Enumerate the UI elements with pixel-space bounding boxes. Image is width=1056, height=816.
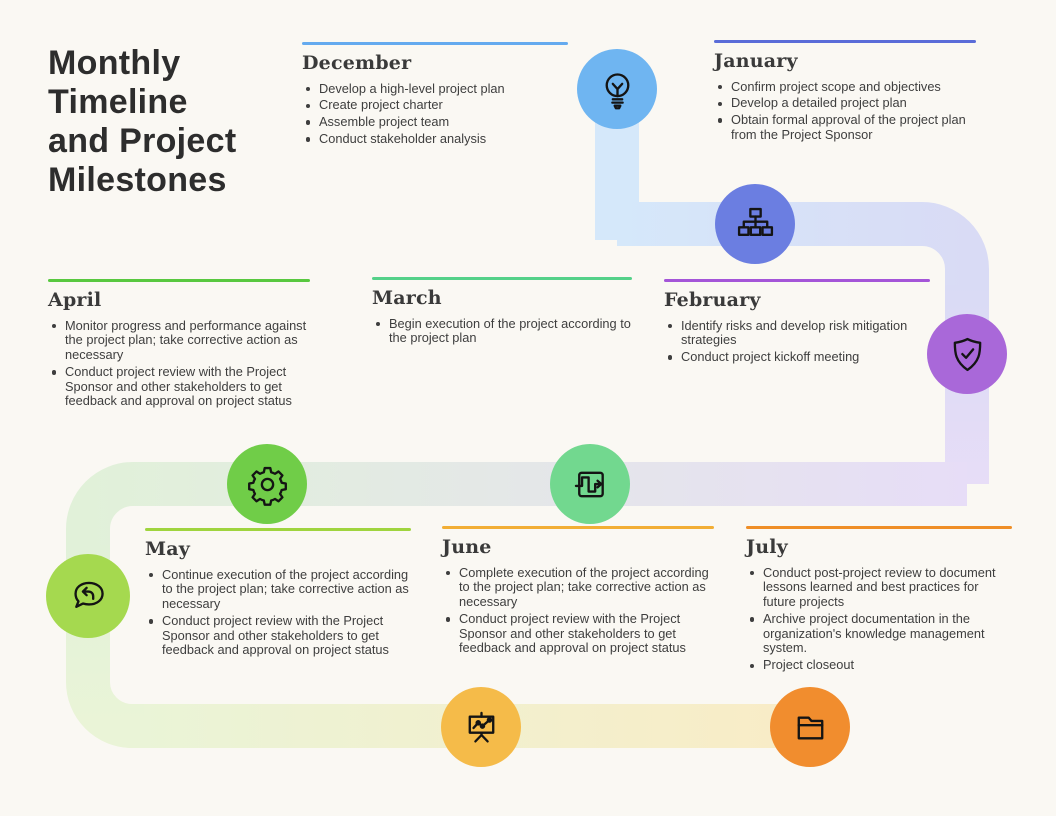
sitemap-icon <box>737 207 773 236</box>
month-title: December <box>302 51 412 74</box>
month-section-february: February Identify risks and develop risk… <box>664 279 930 367</box>
page-title-line: Milestones <box>48 161 227 199</box>
month-section-june: June Complete execution of the project a… <box>442 526 714 658</box>
month-title: January <box>714 49 798 72</box>
month-section-may: May Continue execution of the project ac… <box>145 528 411 660</box>
month-accent-line <box>145 528 411 531</box>
month-section-april: April Monitor progress and performance a… <box>48 279 310 411</box>
month-bullet-list: Identify risks and develop risk mitigati… <box>664 318 930 365</box>
milestone-node-july <box>770 687 850 767</box>
path-segment-january-row <box>617 202 989 295</box>
page-title-line: Monthly <box>48 44 181 82</box>
month-title: June <box>442 535 492 558</box>
month-title: April <box>48 288 102 311</box>
chat-reply-icon <box>73 581 104 608</box>
month-section-march: March Begin execution of the project acc… <box>372 277 632 348</box>
milestone-node-april <box>227 444 307 524</box>
path-segment-middle-row <box>66 462 967 555</box>
bullet-item: Develop a high-level project plan <box>302 81 568 97</box>
gear-icon <box>247 466 287 506</box>
month-accent-line <box>372 277 632 280</box>
month-accent-line <box>714 40 976 43</box>
milestone-node-january <box>715 184 795 264</box>
workflow-icon <box>574 471 604 497</box>
bullet-item: Create project charter <box>302 97 568 113</box>
month-title: February <box>664 288 761 311</box>
bullet-item: Confirm project scope and objectives <box>714 79 976 95</box>
milestone-node-february <box>927 314 1007 394</box>
bullet-item: Develop a detailed project plan <box>714 95 976 111</box>
page-title-line: and Project <box>48 122 237 160</box>
milestone-node-june <box>441 687 521 767</box>
page-title-line: Timeline <box>48 83 188 121</box>
month-section-july: July Conduct post-project review to docu… <box>746 526 1012 675</box>
shield-check-icon <box>953 337 981 371</box>
bullet-item: Conduct project review with the Project … <box>442 611 714 656</box>
month-section-december: December Develop a high-level project pl… <box>302 42 568 149</box>
bullet-item: Archive project documentation in the org… <box>746 611 1012 656</box>
milestone-node-december <box>577 49 657 129</box>
path-segment-down-may <box>66 545 152 748</box>
presentation-chart-icon <box>468 711 494 743</box>
page-title: Monthly Timeline and Project Milestones <box>48 44 236 200</box>
milestone-node-march <box>550 444 630 524</box>
month-accent-line <box>302 42 568 45</box>
folder-icon <box>797 715 823 739</box>
month-accent-line <box>746 526 1012 529</box>
bullet-item: Identify risks and develop risk mitigati… <box>664 318 930 349</box>
bullet-item: Continue execution of the project accord… <box>145 567 411 612</box>
month-bullet-list: Begin execution of the project according… <box>372 316 632 347</box>
bullet-item: Obtain formal approval of the project pl… <box>714 112 976 143</box>
bullet-item: Conduct project kickoff meeting <box>664 349 930 365</box>
month-section-january: January Confirm project scope and object… <box>714 40 976 145</box>
bullet-item: Project closeout <box>746 657 1012 673</box>
month-bullet-list: Complete execution of the project accord… <box>442 565 714 657</box>
bullet-item: Conduct stakeholder analysis <box>302 131 568 147</box>
bullet-item: Conduct project review with the Project … <box>145 613 411 658</box>
bullet-item: Conduct project review with the Project … <box>48 364 310 409</box>
bullet-item: Conduct post-project review to document … <box>746 565 1012 610</box>
month-title: May <box>145 537 190 560</box>
month-bullet-list: Continue execution of the project accord… <box>145 567 411 659</box>
month-accent-line <box>664 279 930 282</box>
bullet-item: Assemble project team <box>302 114 568 130</box>
month-bullet-list: Conduct post-project review to document … <box>746 565 1012 674</box>
bullet-item: Complete execution of the project accord… <box>442 565 714 610</box>
milestone-node-may <box>46 554 130 638</box>
month-bullet-list: Monitor progress and performance against… <box>48 318 310 410</box>
month-title: March <box>372 286 442 309</box>
month-accent-line <box>48 279 310 282</box>
bullet-item: Monitor progress and performance against… <box>48 318 310 363</box>
month-title: July <box>746 535 788 558</box>
bullet-item: Begin execution of the project according… <box>372 316 632 347</box>
lightbulb-icon <box>605 72 629 109</box>
month-accent-line <box>442 526 714 529</box>
